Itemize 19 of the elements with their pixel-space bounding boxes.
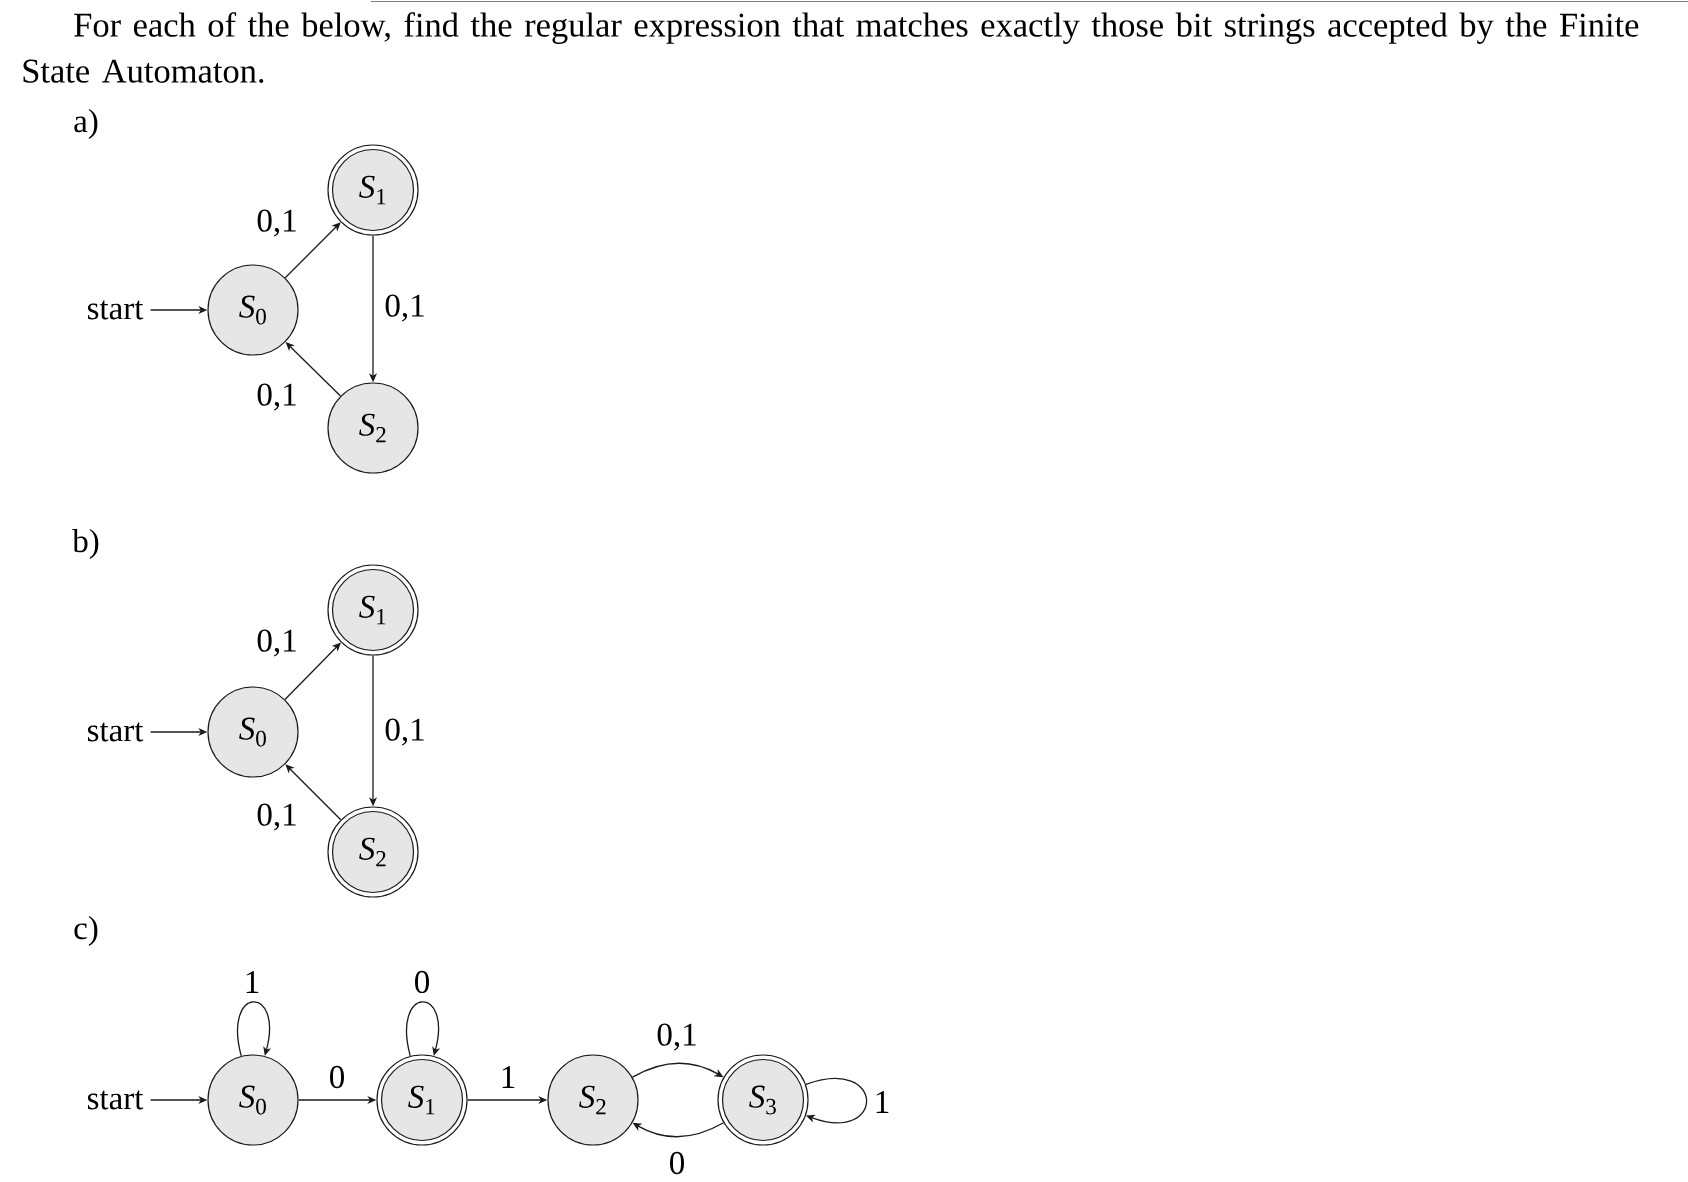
edge-label: 0,1 — [383, 293, 427, 323]
start-label: start — [87, 300, 144, 320]
start-label: start — [87, 1090, 144, 1110]
arrow — [285, 764, 342, 821]
edge-label: 0,1 — [655, 1022, 699, 1052]
arrow — [284, 222, 341, 279]
part-label: a) — [74, 109, 98, 139]
edge-label: 0,1 — [255, 382, 299, 412]
part-label: b) — [72, 529, 99, 559]
edge-label: 0,1 — [255, 802, 299, 832]
arrow — [406, 1001, 441, 1057]
start-label: start — [87, 722, 144, 742]
arrow — [237, 1001, 272, 1057]
edge-label: 0,1 — [255, 208, 299, 238]
question-text: For each of the below, find the regular expression that matches exactly those bit strings accepted by the Finite State Automaton. — [23, 12, 1639, 83]
arrow — [805, 1077, 868, 1124]
part-label: c) — [74, 916, 98, 946]
edge-label: 0,1 — [383, 717, 427, 747]
edge-label: 0,1 — [255, 628, 299, 658]
